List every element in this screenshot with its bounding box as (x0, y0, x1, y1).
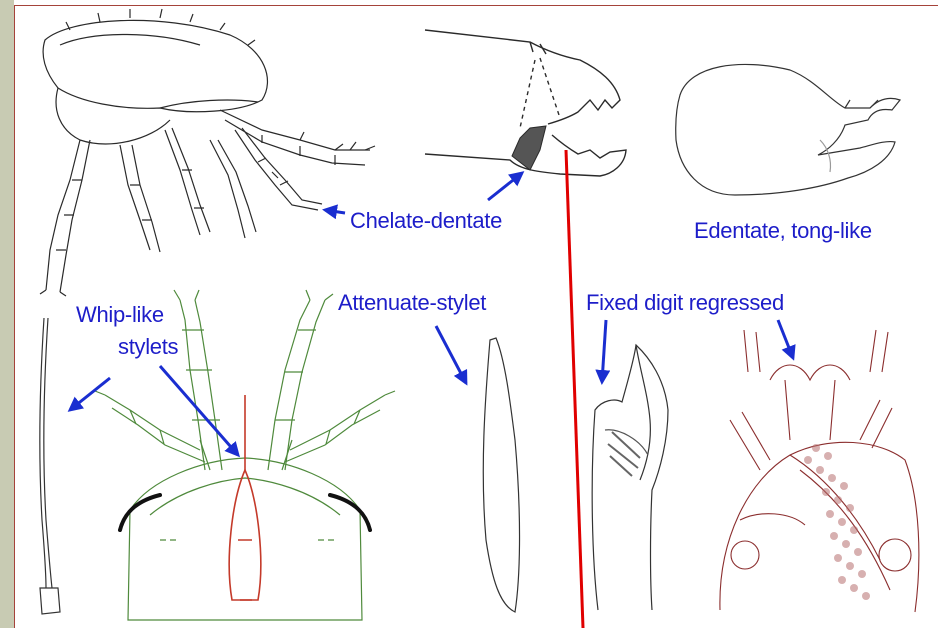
brown-cell-texture (804, 444, 870, 600)
label-fixed-digit-regressed: Fixed digit regressed (586, 290, 784, 315)
red-divider-line (566, 150, 583, 628)
arrow-red-stylets (160, 366, 238, 455)
red-stylets-illustration (229, 395, 261, 600)
label-attenuate-stylet: Attenuate-stylet (338, 290, 486, 315)
arrow-fixed-digit-left (602, 320, 606, 382)
label-whip-like-line1: Whip-like (76, 302, 164, 327)
arrow-chelate-dentate-right (488, 173, 522, 200)
label-edentate: Edentate, tong-like (694, 218, 872, 243)
label-whip-like-line2: stylets (118, 334, 179, 359)
dark-setae (120, 495, 370, 530)
arrow-attenuate (436, 326, 466, 383)
whip-stylet-illustration (40, 318, 60, 614)
attenuate-stylet-illustration (483, 338, 519, 612)
fixed-digit-illustration (592, 345, 668, 610)
arrow-chelate-dentate-left (325, 210, 345, 213)
chelicera-dentate-illustration (425, 30, 626, 176)
mite-illustration (40, 9, 375, 296)
chelicera-edentate-illustration (676, 64, 900, 195)
label-chelate-dentate: Chelate-dentate (350, 208, 502, 233)
arrow-fixed-digit-right (778, 320, 793, 358)
